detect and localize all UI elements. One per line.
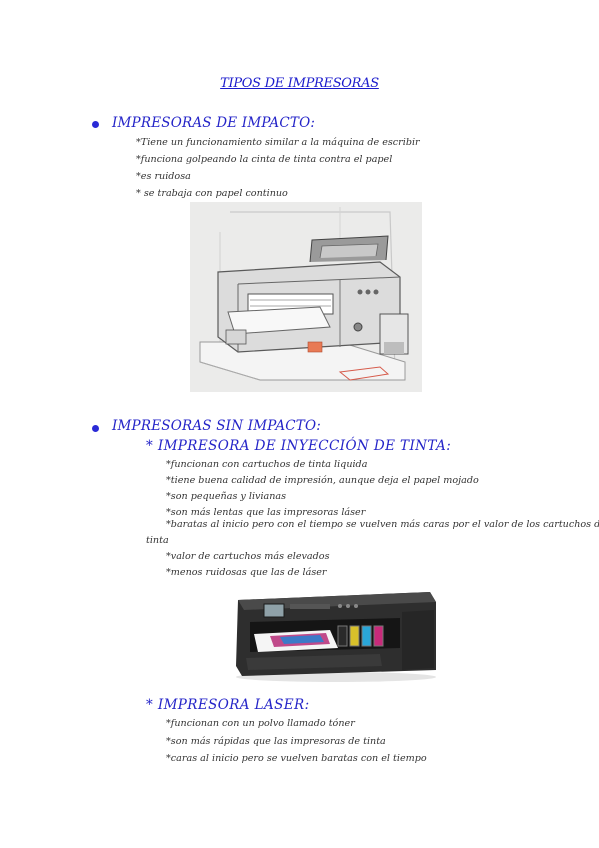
text-line: *valor de cartuchos más elevados: [166, 551, 330, 562]
text-line: *baratas al inicio pero con el tiempo se…: [166, 519, 599, 530]
inkjet-printer-image: [230, 582, 442, 682]
bullet-icon: [92, 425, 99, 432]
text-line: *caras al inicio pero se vuelven baratas…: [166, 753, 427, 764]
text-line: tinta: [146, 535, 169, 546]
text-line: *son más lentas que las impresoras láser: [166, 507, 366, 518]
bullet-icon: [92, 121, 99, 128]
text-line: *Tiene un funcionamiento similar a la má…: [136, 137, 420, 148]
text-line: *son más rápidas que las impresoras de t…: [166, 736, 386, 747]
text-line: *funcionan con cartuchos de tinta liquid…: [166, 459, 368, 470]
text-line: *es ruidosa: [136, 171, 191, 182]
text-line: *son pequeñas y livianas: [166, 491, 287, 502]
text-line: * se trabaja con papel continuo: [136, 188, 288, 199]
inkjet-printer-icon: [230, 582, 442, 682]
dot-matrix-printer-image: [190, 202, 422, 392]
subheading-inyeccion: * IMPRESORA DE INYECCIÓN DE TINTA:: [146, 438, 452, 454]
subheading-laser: * IMPRESORA LASER:: [146, 697, 310, 713]
text-line: *menos ruidosas que las de láser: [166, 567, 327, 578]
text-line: *funciona golpeando la cinta de tinta co…: [136, 154, 393, 165]
text-line: *tiene buena calidad de impresión, aunqu…: [166, 475, 479, 486]
section-heading-sin-impacto: IMPRESORAS SIN IMPACTO:: [112, 418, 322, 434]
page-title: TIPOS DE IMPRESORAS: [220, 76, 379, 91]
printer-sketch-icon: [190, 202, 422, 392]
section-heading-impacto: IMPRESORAS DE IMPACTO:: [112, 115, 316, 131]
text-line: *funcionan con un polvo llamado tóner: [166, 718, 355, 729]
